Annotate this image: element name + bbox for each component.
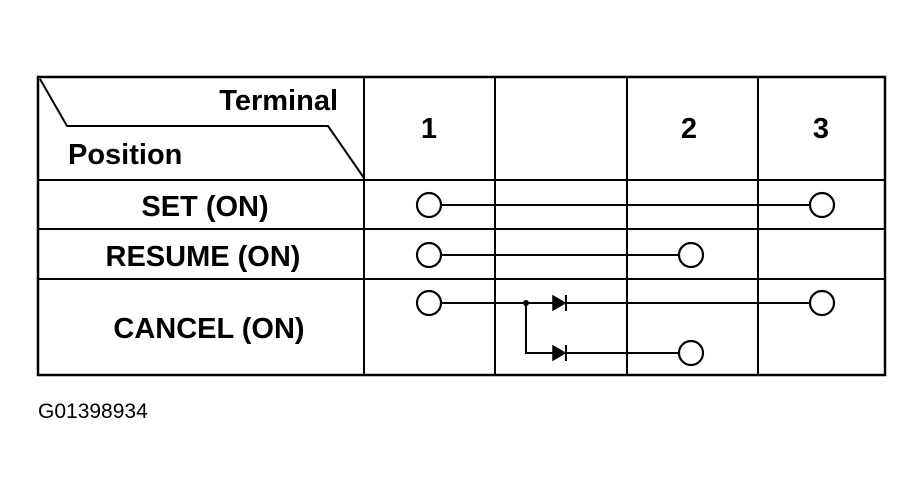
position-header-label: Position (68, 139, 182, 171)
cancel-continuity (415, 289, 836, 367)
column-header-1: 1 (421, 113, 437, 145)
resume-terminal-1 (415, 241, 443, 269)
cancel-terminal-1 (415, 289, 443, 317)
column-header-3: 3 (813, 113, 829, 145)
figure-id: G01398934 (38, 400, 148, 423)
row-label-cancel: CANCEL (ON) (113, 313, 304, 345)
cancel-terminal-3 (808, 289, 836, 317)
cancel-terminal-2 (677, 339, 705, 367)
set-terminal-3 (808, 191, 836, 219)
diode-icon-upper (552, 294, 567, 312)
table-grid (36, 75, 887, 377)
cancel-wire-branch (525, 303, 678, 354)
terminal-header-label: Terminal (219, 85, 338, 117)
resume-continuity (415, 241, 705, 269)
column-header-2: 2 (681, 113, 697, 145)
diode-icon-lower (552, 344, 567, 362)
set-continuity (415, 191, 836, 219)
resume-terminal-2 (677, 241, 705, 269)
row-label-set: SET (ON) (141, 191, 268, 223)
set-terminal-1 (415, 191, 443, 219)
row-label-resume: RESUME (ON) (106, 241, 301, 273)
